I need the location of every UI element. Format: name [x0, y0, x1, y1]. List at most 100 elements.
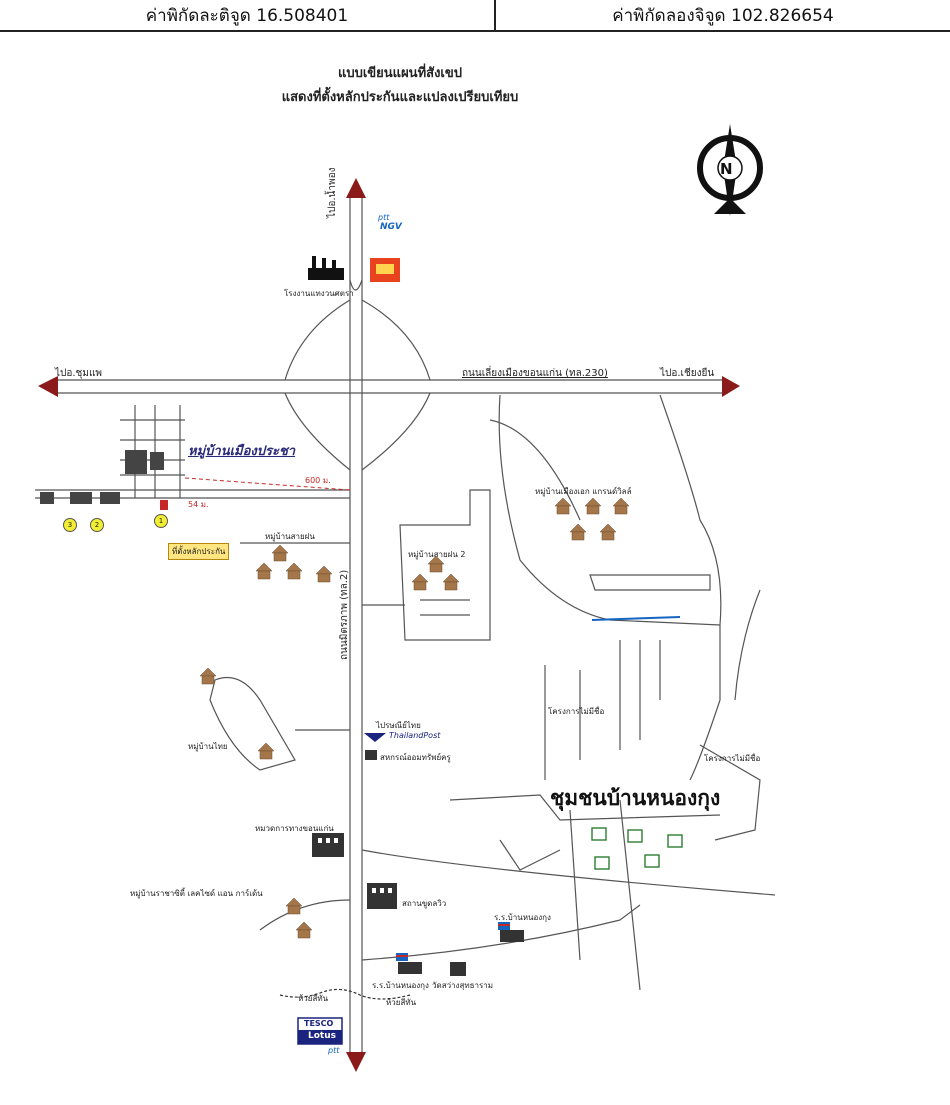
house-icon [295, 921, 313, 939]
station-building-icon [367, 883, 397, 909]
bypass-road-label: ถนนเลี่ยงเมืองขอนแก่น (ทล.230) [462, 368, 608, 379]
factory-icon [308, 256, 344, 280]
house-icon [612, 497, 630, 515]
building-block-1 [125, 450, 147, 474]
saifon2-inner-roads [420, 599, 470, 616]
factory-chimney-2 [322, 258, 326, 268]
green-house-icon [644, 854, 660, 868]
house-icon [442, 573, 460, 591]
village-royal-label: หมู่บ้านราชาซิตี้ เลคไซด์ แอน การ์เด้น [130, 889, 263, 898]
house-icon [257, 742, 275, 760]
blue-boundary-line [591, 616, 681, 621]
community-road-1 [449, 794, 721, 821]
lotus-label: Lotus [308, 1031, 336, 1041]
compass-north-letter: N [720, 160, 733, 178]
ptt-bottom-label: ptt [328, 1046, 340, 1055]
royal-village-road [259, 899, 351, 931]
building-block-4 [70, 492, 92, 504]
green-house-icon [594, 856, 610, 870]
east-road-south [689, 625, 721, 781]
comparison-plot-marker-3: 3 [63, 518, 77, 532]
lotus-band [298, 1030, 342, 1044]
highway-dept-building-icon [312, 833, 344, 857]
village-saifon-label: หมู่บ้านสายฝน [265, 532, 315, 541]
building-block-3 [40, 492, 54, 504]
arrow-west [38, 376, 58, 397]
distance-54m-label: 54 ม. [188, 500, 209, 509]
collateral-location-label: ที่ตั้งหลักประกัน [168, 543, 230, 560]
community-road-3 [619, 799, 641, 991]
house-icons [199, 497, 630, 939]
post-office-label: ไปรษณีย์ไทย [376, 721, 421, 730]
map-title: แบบเขียนแผนที่สังเขป [337, 66, 463, 81]
ptt-top-label: ptt [378, 213, 390, 222]
village-thai-label: หมู่บ้านไทย [188, 742, 228, 751]
building-block-5 [100, 492, 120, 504]
tesco-lotus-logo [297, 1017, 343, 1045]
green-house-icon [591, 827, 607, 841]
community-road-4 [499, 839, 561, 871]
factory-body [308, 268, 344, 280]
community-road-2 [569, 809, 581, 961]
saifon2-block [399, 489, 491, 641]
temple-label: วัดสว่างสุทธาราม [432, 981, 494, 990]
public-building-icons [312, 750, 524, 976]
creek-2-label: ห้วยสีทัน [386, 998, 417, 1007]
far-east-road [734, 589, 761, 701]
school-building-icon-2 [398, 962, 422, 974]
comparison-plot-marker-1: 1 [154, 514, 168, 528]
compass-rose [697, 124, 763, 216]
direction-arrows [38, 178, 740, 1072]
highway-dept-label: หมวดการทางขอนแก่น [255, 824, 334, 833]
factory-chimney-3 [332, 260, 336, 268]
road-to-chiangyuen-label: ไปอ.เชียงยืน [660, 368, 715, 379]
green-house-icon [627, 829, 643, 843]
thai-village-block [209, 676, 296, 771]
factory-chimney-1 [312, 256, 316, 268]
coop-building-icon [365, 750, 377, 760]
school-1-label: ร.ร.บ้านหนองกุง [494, 913, 551, 922]
community-house-icons [591, 827, 683, 870]
compass-tail [714, 198, 746, 214]
tesco-label: TESCO [304, 1019, 334, 1028]
mittraphap-road-label: ถนนมิตรภาพ (ทล.2) [339, 569, 350, 660]
arrow-north [346, 178, 366, 198]
house-icon [271, 544, 289, 562]
community-road-6 [699, 744, 761, 841]
interchange-ramp-ne [361, 299, 431, 381]
interchange-ramp-nw [284, 299, 351, 381]
compass-center [717, 155, 743, 181]
house-icon [285, 897, 303, 915]
longitude-cell: ค่าพิกัดลองจิจูด 102.826654 [496, 0, 950, 32]
interchange-ramp-sw [284, 392, 351, 471]
house-icon [199, 667, 217, 685]
distance-600m-label: 600 ม. [305, 476, 331, 485]
house-icon [285, 562, 303, 580]
creek-1-label: ห้วยสีทัน [298, 994, 329, 1003]
ngv-label: NGV [380, 222, 402, 232]
road-network [35, 198, 776, 1058]
green-house-icon [667, 834, 683, 848]
village-grand-villa-label: หมู่บ้านเมืองเอก แกรนด์วิลล์ [535, 487, 632, 496]
coop-label: สหกรณ์ออมทรัพย์ครู [380, 753, 451, 762]
interchange-top [349, 279, 363, 291]
house-icon [411, 573, 429, 591]
east-connector [489, 419, 581, 521]
house-icon [584, 497, 602, 515]
orange-logo-inner [376, 264, 394, 274]
project-unnamed-2-label: โครงการไม่มีชื่อ [704, 754, 761, 763]
project-unnamed-1-label: โครงการไม่มีชื่อ [548, 707, 605, 716]
house-icon [427, 555, 445, 573]
village-saifon2-label: หมู่บ้านสายฝน 2 [408, 550, 466, 559]
thailand-post-label: ThailandPost [389, 731, 441, 740]
house-icon [599, 523, 617, 541]
village-mueang-pracha-label: หมู่บ้านเมืองประชา [188, 444, 296, 459]
latitude-cell: ค่าพิกัดละติจูด 16.508401 [0, 0, 496, 32]
interchange-ramp-se [361, 392, 431, 471]
arrow-east [722, 376, 740, 397]
map-subtitle: แสดงที่ตั้งหลักประกันและแปลงเปรียบเทียบ [281, 90, 519, 105]
house-icon [569, 523, 587, 541]
road-to-chumphae-label: ไปอ.ชุมแพ [55, 368, 102, 379]
house-icon [255, 562, 273, 580]
